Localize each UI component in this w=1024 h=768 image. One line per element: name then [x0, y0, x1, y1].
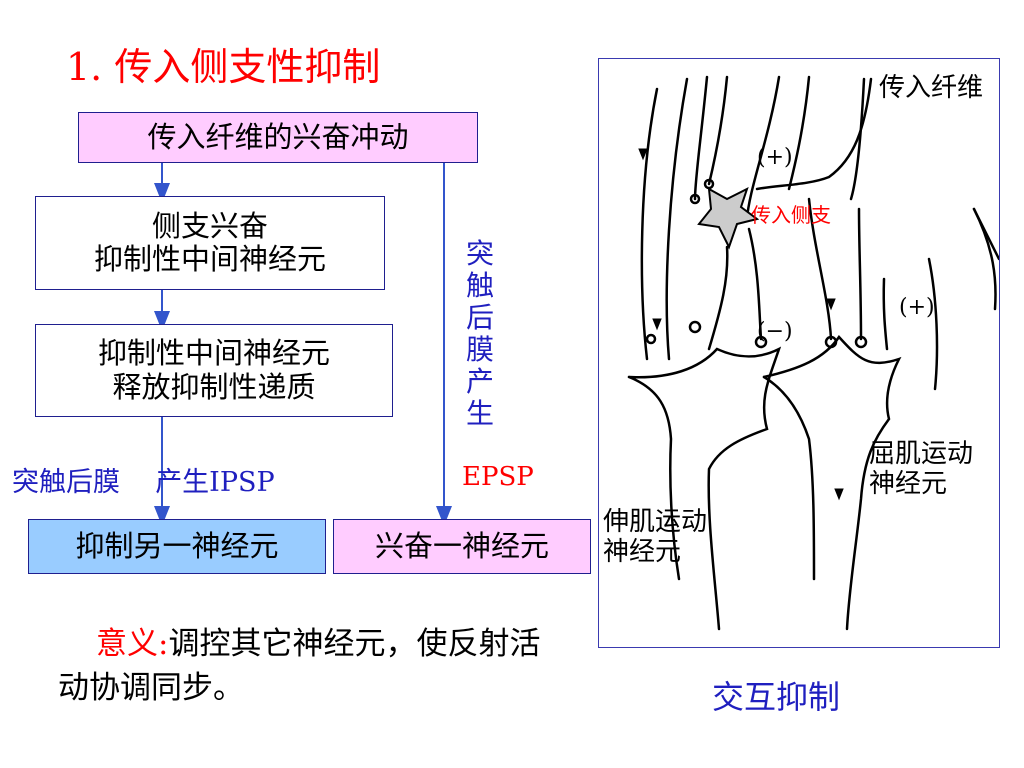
meaning-label: 意义:: [96, 626, 169, 662]
collateral-excite-line2: 抑制性中间神经元: [93, 242, 326, 276]
ipsp-label: 突触后膜 产生IPSP: [12, 460, 275, 499]
reciprocal-inhibition-figure: 传入纤维 (+) 传入侧支 (+) (−) 屈肌运动 神经元 伸肌运动 神经元: [598, 58, 1000, 648]
afferent-impulse-box: 传入纤维的兴奋冲动: [78, 112, 478, 163]
plus-sign-right: (+): [899, 295, 935, 320]
inhibit-neuron-label: 抑制另一神经元: [75, 528, 279, 563]
minus-sign: (−): [757, 319, 793, 344]
ipsp-label-a: 突触后膜: [12, 467, 120, 498]
flexor-line1: 屈肌运动: [869, 439, 974, 469]
collateral-excite-box: 侧支兴奋 抑制性中间神经元: [35, 196, 385, 290]
inhibit-neuron-box: 抑制另一神经元: [28, 519, 326, 574]
epsp-char: 突: [465, 237, 494, 270]
meaning-paragraph: 意义:调控其它神经元，使反射活动协调同步。: [58, 622, 558, 710]
afferent-collateral-label: 传入侧支: [751, 203, 831, 227]
excite-neuron-label: 兴奋一神经元: [374, 528, 549, 563]
extensor-neuron-label: 伸肌运动 神经元: [603, 507, 707, 567]
figure-caption: 交互抑制: [712, 678, 841, 716]
excite-neuron-box: 兴奋一神经元: [333, 519, 591, 574]
flow-arrows: [154, 163, 452, 526]
transmitter-release-line1: 抑制性中间神经元: [97, 336, 330, 371]
flexor-neuron-label: 屈肌运动 神经元: [869, 439, 973, 499]
transmitter-release-line2: 释放抑制性递质: [112, 369, 316, 404]
page-title: 1. 传入侧支性抑制: [66, 45, 381, 89]
collateral-excite-line1: 侧支兴奋: [151, 208, 268, 243]
extensor-line1: 伸肌运动: [603, 507, 708, 537]
epsp-char: 生: [465, 397, 494, 430]
epsp-char: 产: [465, 365, 494, 398]
flexor-line2: 神经元: [869, 469, 948, 499]
ipsp-label-b: 产生IPSP: [155, 467, 275, 498]
meaning-text: 调控其它神经元，使反射活动协调同步。: [58, 626, 541, 706]
epsp-vertical-label: 突 触 后 膜 产 生: [463, 238, 497, 430]
afferent-fiber-label: 传入纤维: [879, 73, 984, 103]
extensor-line2: 神经元: [603, 537, 682, 567]
epsp-label: EPSP: [462, 462, 534, 492]
afferent-impulse-label: 传入纤维的兴奋冲动: [147, 119, 409, 154]
epsp-char: 后: [465, 301, 494, 334]
neuron-drawing: [627, 75, 999, 631]
plus-sign-top: (+): [757, 145, 793, 170]
epsp-char: 膜: [465, 333, 494, 366]
transmitter-release-box: 抑制性中间神经元 释放抑制性递质: [35, 324, 393, 417]
epsp-char: 触: [465, 269, 494, 302]
